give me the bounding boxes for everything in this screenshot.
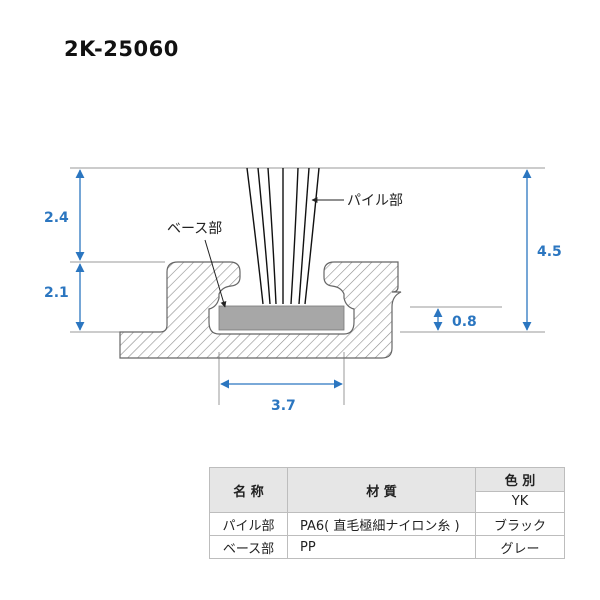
table-row: ベース部 PP グレー	[209, 535, 565, 559]
spec-table: 名 称 材 質 色 別 YK パイル部 PA6( 直毛極細ナイロン糸 ) ブラッ…	[209, 467, 565, 559]
base-strip	[218, 305, 345, 331]
dimension-lines	[75, 169, 532, 389]
dim-4-5: 4.5	[537, 244, 562, 260]
row-material: PP	[287, 535, 476, 559]
header-color: 色 別	[475, 467, 565, 492]
color-code: YK	[475, 490, 565, 514]
base-leader-line	[204, 239, 227, 308]
dim-2-4: 2.4	[44, 210, 69, 226]
dim-2-1: 2.1	[44, 285, 69, 301]
pile-fibers	[246, 167, 320, 305]
dim-0-8: 0.8	[452, 314, 477, 330]
header-name: 名 称	[209, 467, 288, 513]
base-label: ベース部	[167, 221, 222, 237]
header-material: 材 質	[287, 467, 476, 513]
table-row: パイル部 PA6( 直毛極細ナイロン糸 ) ブラック	[209, 512, 565, 536]
row-name: パイル部	[209, 512, 288, 536]
base-profile	[119, 261, 402, 359]
product-code-title: 2K-25060	[64, 37, 179, 61]
row-name: ベース部	[209, 535, 288, 559]
extension-lines	[70, 167, 545, 405]
dim-3-7: 3.7	[271, 398, 296, 414]
pile-label: パイル部	[347, 193, 403, 209]
row-color: グレー	[475, 535, 565, 559]
row-color: ブラック	[475, 512, 565, 536]
row-material: PA6( 直毛極細ナイロン糸 )	[287, 512, 476, 536]
